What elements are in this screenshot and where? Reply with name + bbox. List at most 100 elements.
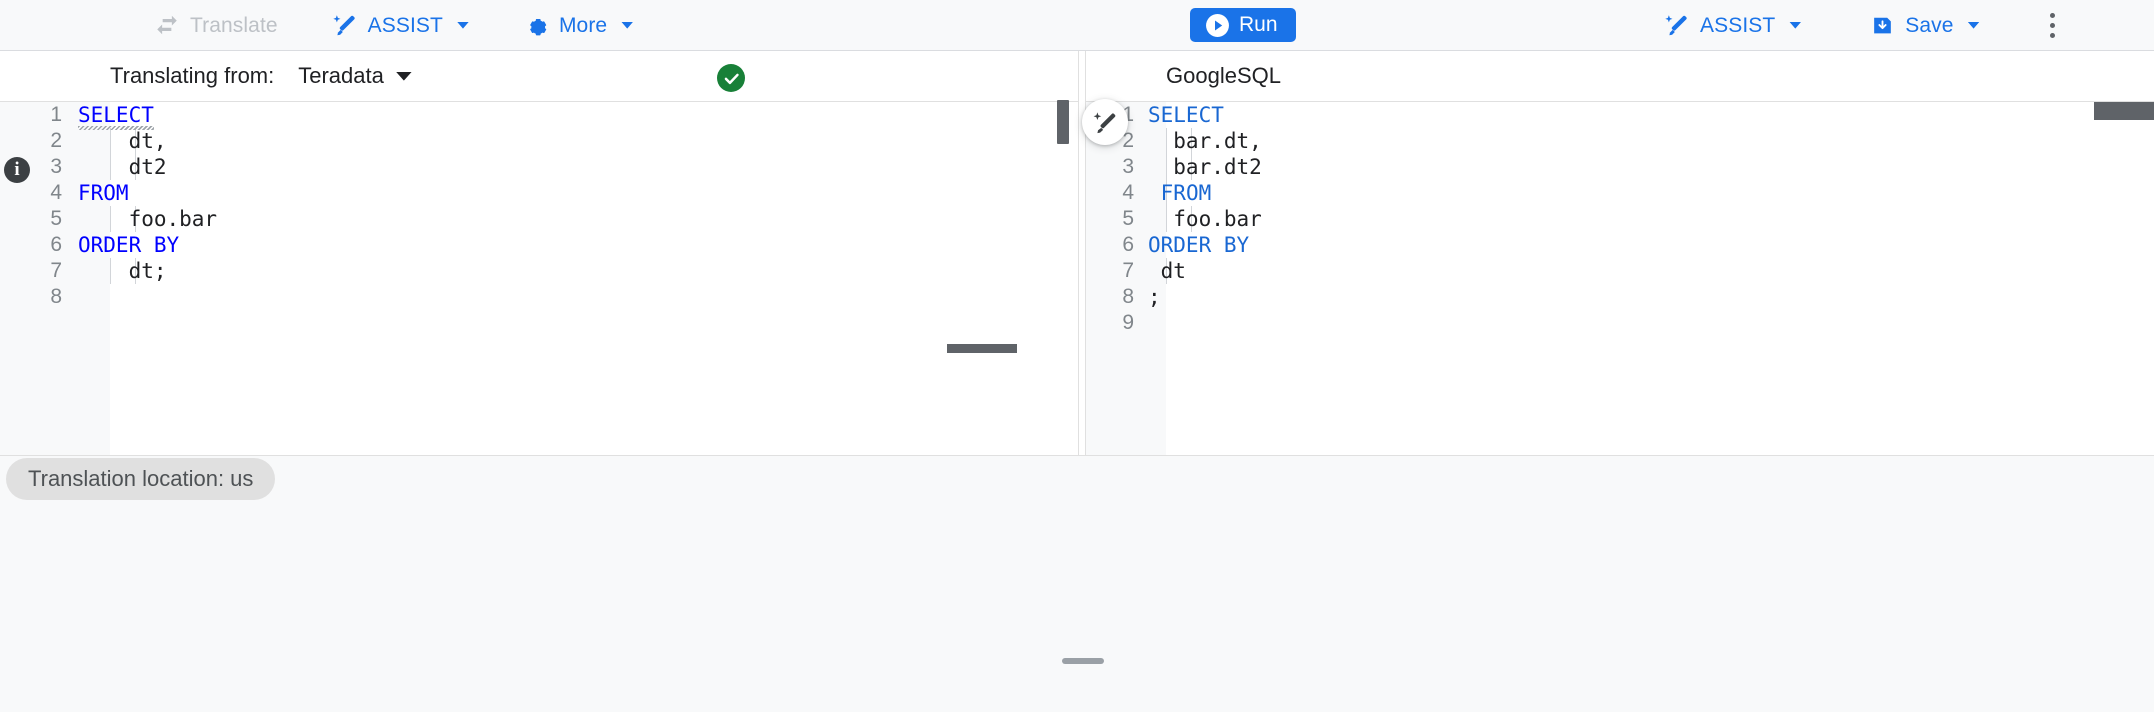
chevron-down-icon — [621, 21, 634, 29]
code-line[interactable]: 8 — [0, 284, 1078, 310]
code-line[interactable]: 6 ORDER BY — [1086, 232, 2154, 258]
code-text: dt, — [78, 129, 167, 153]
line-number: 4 — [1122, 181, 1134, 204]
target-gutter — [1086, 102, 1166, 455]
translation-status-badge — [717, 64, 745, 92]
info-icon[interactable]: i — [4, 157, 30, 183]
assist-button-right[interactable]: ASSIST — [1652, 7, 1813, 43]
line-number: 6 — [1122, 233, 1134, 256]
run-button-label: Run — [1239, 13, 1278, 36]
chevron-down-icon — [456, 21, 469, 29]
sql-keyword: FROM — [78, 181, 129, 205]
line-number: 5 — [1122, 207, 1134, 230]
bottom-resize-handle[interactable] — [1062, 658, 1104, 664]
line-number: 8 — [1122, 285, 1134, 308]
line-number: 2 — [50, 129, 62, 152]
code-text: ; — [1148, 285, 1161, 309]
code-text: SELECT — [1148, 103, 1224, 127]
magic-wand-icon — [1664, 12, 1690, 38]
main-toolbar: Translate ASSIST — [0, 0, 2154, 51]
save-disk-icon — [1869, 12, 1895, 38]
assist-button-left[interactable]: ASSIST — [320, 7, 481, 43]
target-vertical-scrollbar-thumb[interactable] — [2094, 102, 2154, 120]
source-horizontal-scrollbar-thumb[interactable] — [947, 344, 1017, 353]
translate-button[interactable]: Translate — [142, 7, 290, 43]
code-line[interactable]: 7 dt — [1086, 258, 2154, 284]
code-line[interactable]: 2 dt, — [0, 128, 1078, 154]
source-dialect-select[interactable]: Teradata — [292, 62, 418, 90]
source-dialect-value: Teradata — [298, 63, 384, 88]
line-number: 3 — [50, 155, 62, 178]
code-text: dt2 — [78, 155, 167, 179]
sql-keyword: ORDER BY — [1148, 233, 1250, 257]
code-text: ORDER BY — [78, 233, 179, 257]
code-line[interactable]: 5 foo.bar — [1086, 206, 2154, 232]
code-text: FROM — [78, 181, 129, 205]
save-button-label: Save — [1905, 13, 1954, 37]
line-number: 1 — [50, 103, 62, 126]
source-editor-panel: Translating from: Teradata 1 SELECT — [0, 51, 1078, 455]
gear-icon — [523, 12, 549, 38]
code-text: foo.bar — [78, 207, 218, 231]
code-line[interactable]: 8; — [1086, 284, 2154, 310]
run-button[interactable]: Run — [1190, 8, 1296, 42]
code-text: bar.dt, — [1148, 129, 1262, 153]
code-text: dt; — [78, 259, 167, 283]
panel-splitter[interactable] — [1078, 51, 1086, 455]
bottom-status-area: Translation location: us — [0, 455, 2154, 712]
chevron-down-icon — [1967, 21, 1980, 29]
more-button-label: More — [558, 13, 608, 37]
code-text: bar.dt2 — [1148, 155, 1262, 179]
sql-keyword: SELECT — [78, 103, 154, 130]
code-text: ORDER BY — [1148, 233, 1249, 257]
assist-button-right-label: ASSIST — [1700, 13, 1776, 37]
code-text: FROM — [1148, 181, 1212, 205]
inline-assist-fab[interactable] — [1082, 99, 1128, 145]
target-panel-header: GoogleSQL — [1086, 51, 2154, 102]
assist-button-left-label: ASSIST — [367, 13, 443, 37]
code-line[interactable]: 7 dt; — [0, 258, 1078, 284]
toolbar-left-group: Translate ASSIST — [140, 0, 647, 50]
line-number: 7 — [1122, 259, 1134, 282]
code-text: foo.bar — [1148, 207, 1262, 231]
code-line[interactable]: 4 FROM — [0, 180, 1078, 206]
sql-keyword: SELECT — [1148, 103, 1224, 127]
line-number: 9 — [1122, 311, 1134, 334]
code-line[interactable]: 1 SELECT — [0, 102, 1078, 130]
translation-location-chip: Translation location: us — [6, 458, 276, 500]
code-line[interactable]: 9 — [1086, 310, 2154, 336]
splitter-drag-handle[interactable] — [1057, 100, 1069, 144]
line-number: 8 — [50, 285, 62, 308]
code-line[interactable]: 6 ORDER BY — [0, 232, 1078, 258]
line-number: 6 — [50, 233, 62, 256]
code-line[interactable]: 3 bar.dt2 — [1086, 154, 2154, 180]
save-button[interactable]: Save — [1857, 7, 1991, 43]
code-text: SELECT — [78, 103, 154, 130]
line-number: 4 — [50, 181, 62, 204]
code-line[interactable]: 4 FROM — [1086, 180, 2154, 206]
target-dialect-label: GoogleSQL — [1166, 63, 1281, 88]
more-vert-icon[interactable] — [2034, 6, 2072, 44]
code-line[interactable]: 3 dt2 — [0, 154, 1078, 180]
translate-swap-icon — [154, 12, 180, 38]
warning-squiggle — [78, 126, 154, 130]
line-number: 7 — [50, 259, 62, 282]
sql-keyword: ORDER BY — [78, 233, 180, 257]
code-text: dt — [1148, 259, 1186, 283]
code-line[interactable]: 5 foo.bar — [0, 206, 1078, 232]
chevron-down-icon — [1789, 21, 1802, 29]
code-line[interactable]: 2 bar.dt, — [1086, 128, 2154, 154]
line-number: 3 — [1122, 155, 1134, 178]
more-button[interactable]: More — [511, 7, 645, 43]
translating-from-label: Translating from: — [110, 63, 275, 88]
line-number: 2 — [1122, 129, 1134, 152]
code-line[interactable]: 1 SELECT — [1086, 102, 2154, 128]
translate-button-label: Translate — [190, 13, 278, 37]
line-number: 1 — [1122, 103, 1134, 126]
